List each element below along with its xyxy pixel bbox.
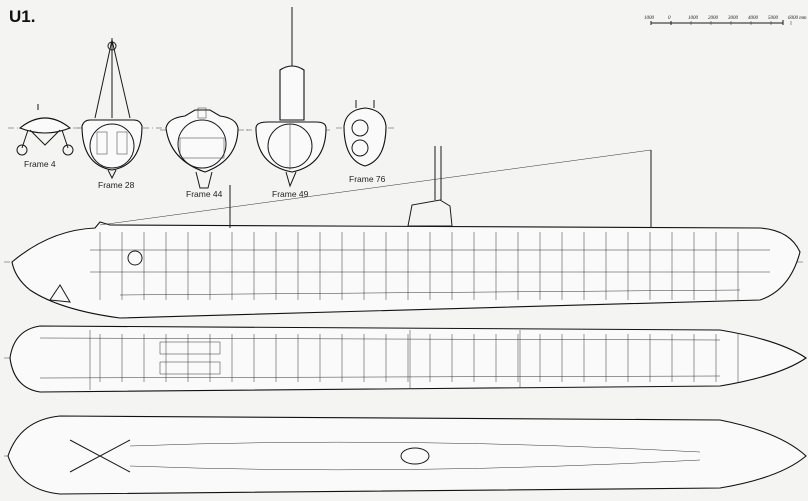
scale-tick-label: 4000	[748, 16, 759, 21]
frame-label: Frame 49	[272, 189, 309, 199]
scale-tick-label: 5000	[768, 16, 779, 21]
plan-view	[4, 325, 807, 393]
frame-label: Frame 44	[186, 189, 223, 199]
frame-76-section: Frame 76	[336, 100, 396, 184]
frame-44-section: Frame 44	[160, 107, 250, 199]
frame-label: Frame 4	[24, 159, 56, 169]
scale-tick-label: 0	[668, 16, 671, 21]
frame-49-section: Frame 49	[246, 7, 330, 199]
side-profile-view	[4, 146, 806, 319]
frame-label: Frame 28	[98, 180, 135, 190]
scale-tick-label: 1000	[688, 16, 699, 21]
scale-tick-label: 1000	[644, 16, 655, 21]
drawing-title: U1.	[9, 7, 35, 26]
frame-28-section: Frame 28	[78, 38, 162, 190]
scale-bar: 1000 0 1000 2000 3000 4000 5000 6000 mm	[644, 16, 807, 25]
frame-4-section: Frame 4	[8, 104, 82, 169]
scale-tick-label: 2000	[708, 16, 719, 21]
scale-tick-label: 3000	[728, 16, 739, 21]
underside-view	[4, 415, 807, 495]
frame-label: Frame 76	[349, 174, 386, 184]
scale-tick-label: 6000 mm	[788, 16, 807, 21]
